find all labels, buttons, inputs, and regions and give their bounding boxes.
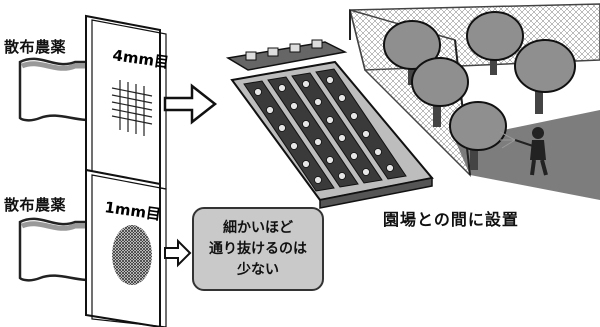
field-plots	[230, 60, 434, 209]
spray-label-top: 散布農薬	[4, 38, 67, 56]
bubble-line-3: 少ない	[237, 261, 279, 278]
sprayer-worker	[499, 127, 548, 176]
orchard-trees	[383, 11, 576, 170]
pass-arrow-bottom	[164, 238, 192, 268]
bubble-line-1: 細かいほど	[223, 219, 293, 236]
caption-install-between-field: 園場との間に設置	[383, 210, 519, 229]
pass-arrow-top	[163, 83, 218, 125]
mesh-panel-top: 4mm目	[85, 14, 170, 190]
info-bubble: 細かいほど 通り抜けるのは 少ない	[192, 207, 324, 291]
mesh-panel-bottom: 1mm目	[85, 168, 167, 327]
spray-label-bottom: 散布農薬	[4, 196, 67, 214]
seedbed-strip	[225, 39, 348, 71]
bubble-line-2: 通り抜けるのは	[209, 240, 307, 257]
